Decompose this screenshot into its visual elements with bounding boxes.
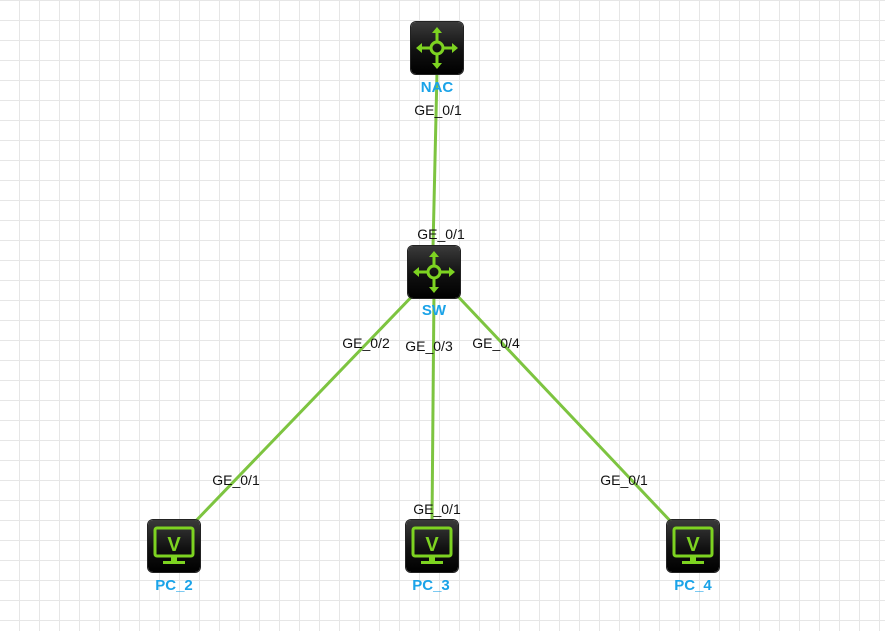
vpc-monitor-icon: V xyxy=(153,526,195,564)
router-icon xyxy=(413,251,455,293)
node-label-pc2: PC_2 xyxy=(155,577,193,594)
link-sw-pc3[interactable] xyxy=(430,289,436,524)
node-label-sw: SW xyxy=(421,302,447,319)
svg-text:V: V xyxy=(686,534,700,556)
svg-text:V: V xyxy=(167,534,181,556)
port-label-sw-ge02: GE_0/2 xyxy=(342,335,390,351)
pc2-node[interactable]: V xyxy=(148,520,200,572)
vpc-monitor-icon: V xyxy=(672,526,714,564)
port-label-sw-ge03: GE_0/3 xyxy=(405,338,453,354)
router-icon xyxy=(416,27,458,69)
pc3-node[interactable]: V xyxy=(406,520,458,572)
node-label-pc3: PC_3 xyxy=(412,577,450,594)
link-nac-sw[interactable] xyxy=(431,71,439,249)
port-label-nac-ge01: GE_0/1 xyxy=(414,102,462,118)
nac-node[interactable] xyxy=(411,22,463,74)
svg-text:V: V xyxy=(425,534,439,556)
port-label-sw-ge04: GE_0/4 xyxy=(472,335,520,351)
node-label-nac: NAC xyxy=(420,79,454,96)
port-label-pc2-ge01: GE_0/1 xyxy=(212,472,260,488)
sw-node[interactable] xyxy=(408,246,460,298)
link-sw-pc4[interactable] xyxy=(448,286,677,528)
vpc-monitor-icon: V xyxy=(411,526,453,564)
link-sw-pc2[interactable] xyxy=(188,286,422,529)
node-label-pc4: PC_4 xyxy=(674,577,712,594)
port-label-pc4-ge01: GE_0/1 xyxy=(600,472,648,488)
port-label-sw-ge01: GE_0/1 xyxy=(417,226,465,242)
pc4-node[interactable]: V xyxy=(667,520,719,572)
port-label-pc3-ge01: GE_0/1 xyxy=(413,501,461,517)
